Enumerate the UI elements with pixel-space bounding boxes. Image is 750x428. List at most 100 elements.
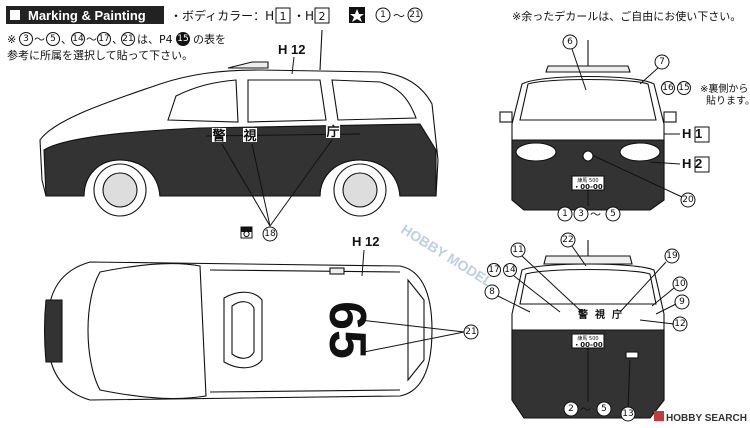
circle-icon <box>596 401 612 417</box>
circle-icon <box>97 32 111 46</box>
front-callout-15: 15 <box>678 83 689 93</box>
circle-icon <box>573 206 589 222</box>
leader-line <box>655 303 677 315</box>
note-p4: は、P4 <box>137 33 173 46</box>
note-n5: 5 <box>50 34 56 44</box>
note-line1-end: の表を <box>193 32 226 46</box>
note-dash: ～ <box>34 33 45 46</box>
circle-icon <box>375 7 391 23</box>
circle-icon <box>510 242 526 258</box>
circle-icon <box>664 248 680 264</box>
note-dash: ～ <box>86 33 97 46</box>
decal-note: ※余ったデカールは、ご自由にお使い下さい。 <box>512 9 741 23</box>
side-door-text-1: 警 <box>212 128 225 143</box>
leader-line <box>651 287 675 307</box>
circle-icon <box>463 324 479 340</box>
rear-callout-14: 14 <box>504 265 516 275</box>
leader-line <box>521 255 583 313</box>
front-h1-label: H 1 <box>682 126 702 141</box>
rear-callout-9: 9 <box>679 297 685 307</box>
leader-line <box>513 275 561 313</box>
body-color-text: ・ボディカラー：H <box>170 8 274 23</box>
circle-icon <box>563 401 579 417</box>
rear-range-tilde: ～ <box>580 403 591 416</box>
circle-icon <box>680 192 696 208</box>
circle-icon <box>46 32 60 46</box>
note-n14: 14 <box>72 34 84 44</box>
circle-icon <box>674 294 690 310</box>
h1-box <box>275 7 291 24</box>
side-text-bg <box>243 128 257 142</box>
title-square-icon <box>10 10 20 20</box>
circle-icon <box>19 32 33 46</box>
front-range-3: 3 <box>578 209 584 219</box>
star-circle-end: 21 <box>409 10 420 20</box>
circle-icon <box>503 263 517 277</box>
callout-18-leaders <box>221 139 333 227</box>
note-line2: 参考に所属を選択して貼って下さい。 <box>7 48 193 62</box>
front-callout-20: 20 <box>682 195 694 205</box>
footer-brand: HOBBY SEARCH <box>666 413 747 424</box>
rear-callout-10: 10 <box>674 279 686 289</box>
side-door-text-3: 庁 <box>325 124 339 139</box>
rear-range-5: 5 <box>601 404 607 414</box>
front-plate-top: 練馬 500 <box>577 177 598 184</box>
note-n17: 17 <box>98 34 109 44</box>
front-range-tilde: ～ <box>590 208 601 221</box>
side-text-bg <box>212 128 226 142</box>
circle-icon <box>672 276 688 292</box>
front-back-note-1: ※裏側から <box>700 82 748 95</box>
note-n3: 3 <box>23 34 29 44</box>
front-callout-7: 7 <box>659 57 665 67</box>
h2-box <box>314 7 330 24</box>
leader-line <box>291 56 295 75</box>
circle-icon <box>262 226 278 242</box>
top-roof-number: 65 <box>318 301 376 359</box>
leader-line <box>627 359 631 408</box>
note-n15: 15 <box>177 34 188 44</box>
circle-icon <box>557 206 573 222</box>
front-callout-16: 16 <box>662 83 674 93</box>
h-dot-text: ・H <box>293 9 314 23</box>
section-title: Marking & Painting <box>28 8 146 23</box>
front-plate-bottom: ・00-00 <box>573 183 603 191</box>
rear-callout-8: 8 <box>489 287 495 297</box>
top-view <box>43 261 433 401</box>
headlight-symbol-icon <box>240 226 253 239</box>
note-n21: 21 <box>122 34 133 44</box>
brand-logo-icon <box>654 411 664 421</box>
note-comma: 、 <box>61 33 72 46</box>
rear-plate-top: 練馬 500 <box>577 335 598 342</box>
side-door-text-2: 視 <box>242 128 256 143</box>
front-h2-label: H 2 <box>682 156 702 171</box>
top-roof-label: H 12 <box>352 234 379 249</box>
side-roof-label: H 12 <box>278 42 305 57</box>
rear-callout-19: 19 <box>666 251 678 261</box>
front-back-note-2: 貼ります。 <box>706 94 750 107</box>
rear-door-text-1: 警 <box>577 308 588 321</box>
h1-label-box <box>694 126 710 143</box>
side-view <box>39 29 439 217</box>
rear-callout-13: 13 <box>622 409 633 419</box>
front-range-1: 1 <box>562 209 568 219</box>
circle-icon <box>487 263 501 277</box>
front-callout-6: 6 <box>567 37 573 47</box>
note-prefix: ※ <box>7 33 16 46</box>
h1-box-text: 1 <box>280 10 287 23</box>
star-tilde: ～ <box>393 9 405 23</box>
callout-21-leaders <box>359 319 465 353</box>
rear-range-2: 2 <box>568 404 574 414</box>
title-bar <box>6 6 164 24</box>
front-range-5: 5 <box>610 209 616 219</box>
leader-line <box>593 155 683 198</box>
filled-circle-icon <box>176 32 190 46</box>
rear-plate-bottom: ・00-00 <box>573 341 603 349</box>
circle-icon <box>661 81 675 95</box>
rear-door-text-3: 庁 <box>611 308 622 321</box>
circle-icon <box>484 284 500 300</box>
circle-icon <box>407 7 423 23</box>
side-text-bg <box>326 124 340 138</box>
rear-view <box>511 240 665 419</box>
circle-icon <box>654 54 670 70</box>
